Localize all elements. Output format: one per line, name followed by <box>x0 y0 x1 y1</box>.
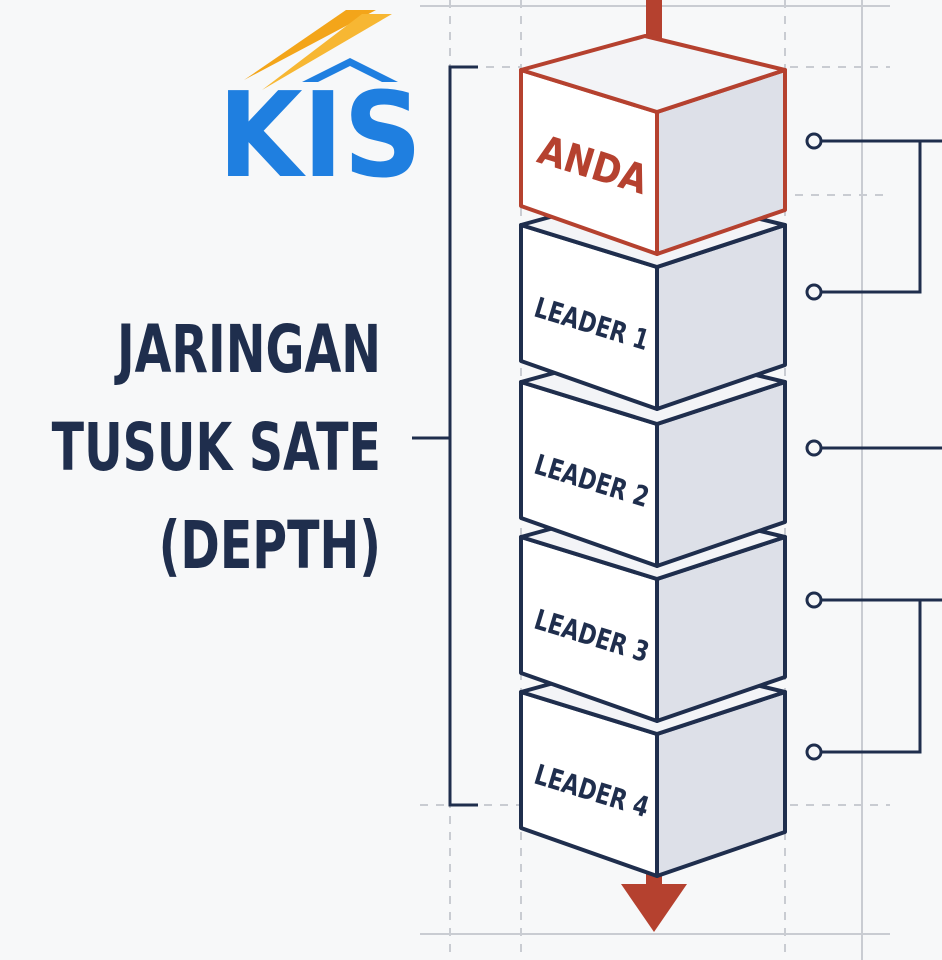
logo-swoosh <box>244 10 376 80</box>
title-line: TUSUK SATE <box>52 409 381 486</box>
connector-node <box>805 283 823 301</box>
kis-logo: KIS <box>218 10 422 204</box>
connector-node <box>805 439 823 457</box>
logo-roof-icon <box>302 58 398 82</box>
title-line: (DEPTH) <box>159 507 381 584</box>
logo-swoosh <box>262 14 392 90</box>
connectors <box>821 139 942 754</box>
cube-leader-3: LEADER 3 <box>519 501 787 723</box>
connector-node <box>805 591 823 609</box>
chain-bracket <box>412 65 478 807</box>
connector-node <box>805 743 823 761</box>
cube-top-face <box>519 34 787 114</box>
connector-nodes <box>805 132 823 761</box>
title-line: JARINGAN <box>114 311 381 388</box>
page-title: JARINGAN TUSUK SATE (DEPTH) <box>52 311 381 584</box>
cube-anda: ANDA <box>519 34 787 256</box>
arrow-down-icon <box>621 884 687 932</box>
logo-text: KIS <box>218 66 422 204</box>
connector-node <box>805 132 823 150</box>
